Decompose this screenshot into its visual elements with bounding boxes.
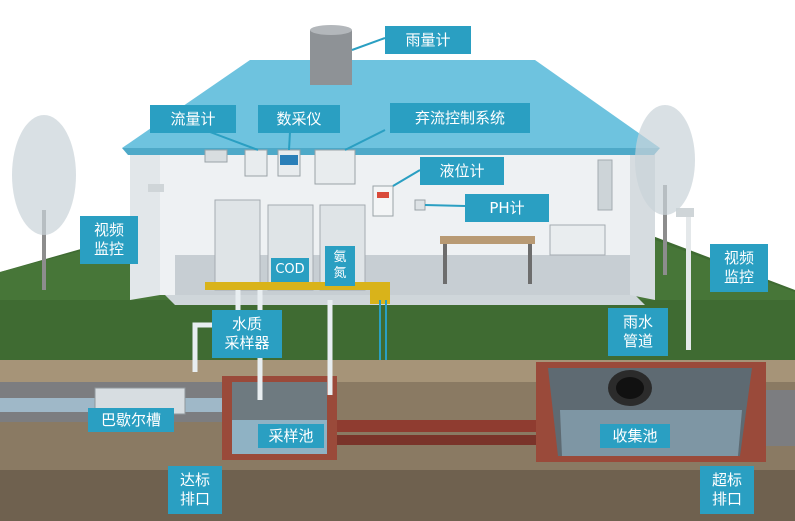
exceed-outlet-label: 超标 排口 (700, 466, 754, 514)
table-leg-left (443, 244, 447, 284)
ph-meter-box (414, 199, 426, 211)
rain-gauge-top (310, 25, 352, 35)
camera-left (148, 184, 164, 192)
flow-meter-leader (209, 131, 259, 151)
ph-meter-leader (424, 204, 466, 207)
tree-left-crown (12, 115, 76, 235)
data-logger-leader (288, 131, 291, 151)
level-meter-box (372, 185, 394, 217)
hazard-stripe-2 (370, 282, 390, 304)
connecting-pipe-2 (337, 435, 542, 445)
flow-meter-box (244, 149, 268, 177)
water-sampler-cabinet (214, 199, 261, 291)
video-monitor-right-label: 视频 监控 (710, 244, 768, 292)
data-logger-label: 数采仪 (258, 105, 340, 133)
roof-edge (122, 148, 660, 155)
ph-meter-label: PH计 (465, 194, 549, 222)
water-sampler-label: 水质 采样器 (212, 310, 282, 358)
cod-label: COD (271, 258, 309, 282)
mirror (597, 159, 613, 211)
work-table (440, 236, 535, 244)
video-pole-right (686, 210, 691, 350)
level-meter-label: 液位计 (420, 157, 504, 185)
table-leg-right (528, 244, 532, 284)
wall-box-small (204, 149, 228, 163)
sink (549, 224, 606, 256)
flow-meter-label: 流量计 (150, 105, 236, 133)
diversion-leader (344, 129, 386, 151)
level-meter-display (377, 192, 389, 198)
ammonia-label: 氨 氮 (325, 246, 355, 286)
data-logger-screen (280, 155, 298, 165)
tree-left-trunk (42, 210, 46, 290)
hazard-stripe-1 (205, 282, 370, 290)
sampling-pool-label: 采样池 (258, 424, 324, 448)
tree-right-crown (635, 105, 695, 215)
video-monitor-left-label: 视频 监控 (80, 216, 138, 264)
rain-gauge-label: 雨量计 (385, 26, 471, 54)
exceed-outlet-channel (766, 390, 795, 446)
rain-gauge-leader (351, 37, 386, 51)
connecting-pipe (337, 420, 542, 432)
diversion-control-label: 弃流控制系统 (390, 103, 530, 133)
rain-pipe-inner (616, 377, 644, 399)
tree-right-trunk (663, 185, 667, 275)
parshall-flume-label: 巴歇尔槽 (88, 408, 174, 432)
collection-pool-label: 收集池 (600, 424, 670, 448)
diversion-control-box (314, 149, 356, 185)
level-meter-leader (392, 169, 421, 187)
rain-gauge-body (310, 30, 352, 85)
camera-right (676, 208, 694, 217)
compliant-outlet-label: 达标 排口 (168, 466, 222, 514)
rain-pipe-label: 雨水 管道 (608, 308, 668, 356)
soil-bottom-layer (0, 470, 795, 521)
